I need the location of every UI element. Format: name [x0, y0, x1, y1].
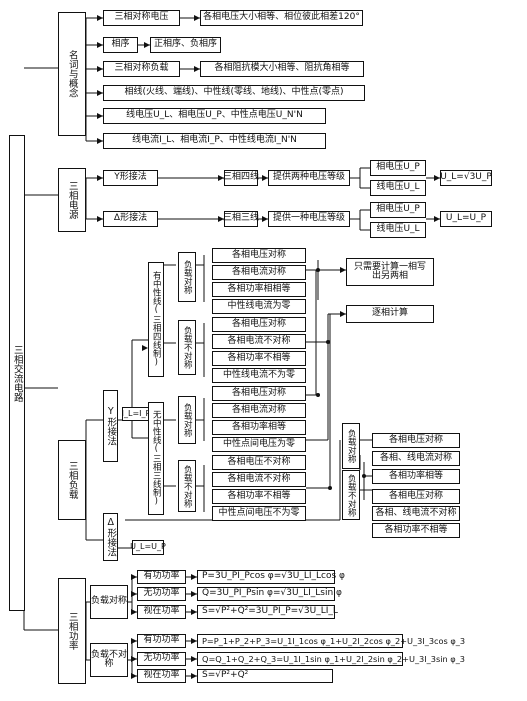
- power-b-apparent-formula: S=√P²+Q²=3U_PI_P=√3U_LI_L: [197, 605, 338, 619]
- concept-phase-sequence: 相序: [103, 37, 138, 53]
- calc-one-phase: 只需要计算一相写出另两相: [346, 258, 434, 286]
- root-label: 三相交流电路: [11, 344, 23, 402]
- load-delta-connection: Δ形接法: [103, 513, 118, 561]
- power-balanced: 负载对称: [90, 585, 128, 619]
- nn-bal-item: 各相功率相等: [212, 420, 306, 435]
- load-il-ip-relation: I_L=I_P: [122, 407, 150, 421]
- power-b-apparent-label: 视在功率: [137, 605, 186, 619]
- load-with-neutral: 有中性线(三相四线制): [148, 262, 164, 377]
- load-without-neutral: 无中性线(三相三线制): [148, 402, 164, 515]
- power-title: 三相功率: [66, 612, 78, 650]
- power-b-reactive-label: 无功功率: [137, 587, 186, 601]
- delta-unbal-item: 各相功率不相等: [372, 523, 460, 538]
- nn-unbal-item: 各相电流不对称: [212, 472, 306, 487]
- power-unbalanced: 负载不对称: [90, 643, 128, 677]
- delta-bal-item: 各相功率相等: [372, 469, 460, 484]
- delta-bal-item: 各相、线电流对称: [372, 451, 460, 466]
- power-u-apparent-label: 视在功率: [137, 669, 186, 683]
- power-u-reactive-label: 无功功率: [137, 652, 186, 666]
- source-y-line-voltage: 线电压U_L: [370, 180, 426, 196]
- wn-unbal-item: 各相功率不相等: [212, 351, 306, 366]
- nn-bal-item: 中性点间电压为零: [212, 437, 306, 452]
- source-delta-line-voltage: 线电压U_L: [370, 222, 426, 238]
- delta-unbal-item: 各相电压对称: [372, 489, 460, 504]
- nn-unbal-item: 各相功率不相等: [212, 489, 306, 504]
- delta-bal-item: 各相电压对称: [372, 433, 460, 448]
- concepts-section: 名词与概念: [58, 12, 86, 136]
- nn-bal-item: 各相电流对称: [212, 403, 306, 418]
- wn-bal-item: 各相功率相相等: [212, 282, 306, 297]
- source-y-levels: 提供两种电压等级: [268, 170, 350, 186]
- delta-unbalanced: 负载不对称: [342, 470, 360, 520]
- nn-balanced: 负载对称: [178, 396, 196, 444]
- wn-unbal-item: 各相电压对称: [212, 317, 306, 332]
- concept-phase-sequence-desc: 正相序、负相序: [150, 37, 221, 53]
- nn-unbalanced: 负载不对称: [178, 460, 196, 512]
- calc-each-phase: 逐相计算: [346, 305, 434, 323]
- power-u-reactive-formula: Q=Q_1+Q_2+Q_3=U_1I_1sin φ_1+U_2I_2sin φ_…: [197, 652, 465, 666]
- wn-bal-item: 各相电压对称: [212, 248, 306, 263]
- power-u-apparent-formula: S=√P²+Q²: [197, 669, 333, 683]
- wn-unbal-item: 中性线电流不为零: [212, 368, 306, 383]
- load-delta-relation: U_L=U_P: [130, 540, 166, 555]
- power-section: 三相功率: [58, 578, 86, 684]
- wn-bal-item: 中性线电流为零: [212, 299, 306, 314]
- source-section: 三相电源: [58, 168, 86, 232]
- power-b-active-label: 有功功率: [137, 570, 186, 584]
- source-delta-levels: 提供一种电压等级: [268, 211, 350, 227]
- source-y-phase-voltage: 相电压U_P: [370, 160, 426, 176]
- source-delta-connection: Δ形接法: [103, 211, 158, 227]
- delta-balanced: 负载对称: [342, 423, 360, 469]
- load-y-connection: Y形接法: [103, 390, 118, 462]
- nn-unbal-item: 各相电压不对称: [212, 455, 306, 470]
- wn-unbalanced: 负载不对称: [178, 320, 196, 375]
- source-title: 三相电源: [66, 181, 78, 219]
- concept-currents: 线电流I_L、相电流I_P、中性线电流I_N'N: [103, 133, 326, 149]
- wn-bal-item: 各相电流对称: [212, 265, 306, 280]
- concept-balanced-voltage: 三相对称电压: [103, 10, 180, 26]
- power-u-active-formula: P=P_1+P_2+P_3=U_1I_1cos φ_1+U_2I_2cos φ_…: [197, 634, 465, 648]
- load-title: 三相负载: [66, 461, 78, 499]
- power-b-reactive-formula: Q=3U_PI_Psin φ=√3U_LI_Lsin φ: [197, 587, 342, 601]
- power-u-active-label: 有功功率: [137, 634, 186, 648]
- nn-bal-item: 各相电压对称: [212, 386, 306, 401]
- nn-unbal-item: 中性点间电压不为零: [212, 506, 306, 521]
- concept-balanced-load-desc: 各相阻抗模大小相等、阻抗角相等: [200, 61, 364, 77]
- source-delta-phase-voltage: 相电压U_P: [370, 202, 426, 218]
- load-section: 三相负载: [58, 440, 86, 520]
- wn-balanced: 负载对称: [178, 252, 196, 302]
- delta-unbal-item: 各相、线电流不对称: [372, 506, 460, 521]
- power-b-active-formula: P=3U_PI_Pcos φ=√3U_LI_Lcos φ: [197, 570, 345, 584]
- concept-balanced-voltage-desc: 各相电压大小相等、相位彼此相差120°: [200, 10, 363, 26]
- source-delta-relation: U_L=U_P: [440, 211, 492, 227]
- concept-lines: 相线(火线、端线)、中性线(零线、地线)、中性点(零点): [103, 85, 365, 101]
- concepts-title: 名词与概念: [66, 50, 78, 98]
- wn-unbal-item: 各相电流不对称: [212, 334, 306, 349]
- concept-voltages: 线电压U_L、相电压U_P、中性点电压U_N'N: [103, 108, 326, 124]
- source-y-connection: Y形接法: [103, 170, 158, 186]
- source-y-relation: U_L=√3U_P: [440, 170, 492, 186]
- source-delta-wires: 三相三线: [223, 211, 259, 227]
- source-y-wires: 三相四线: [223, 170, 259, 186]
- concept-balanced-load: 三相对称负载: [103, 61, 180, 77]
- root-node: 三相交流电路: [9, 135, 25, 611]
